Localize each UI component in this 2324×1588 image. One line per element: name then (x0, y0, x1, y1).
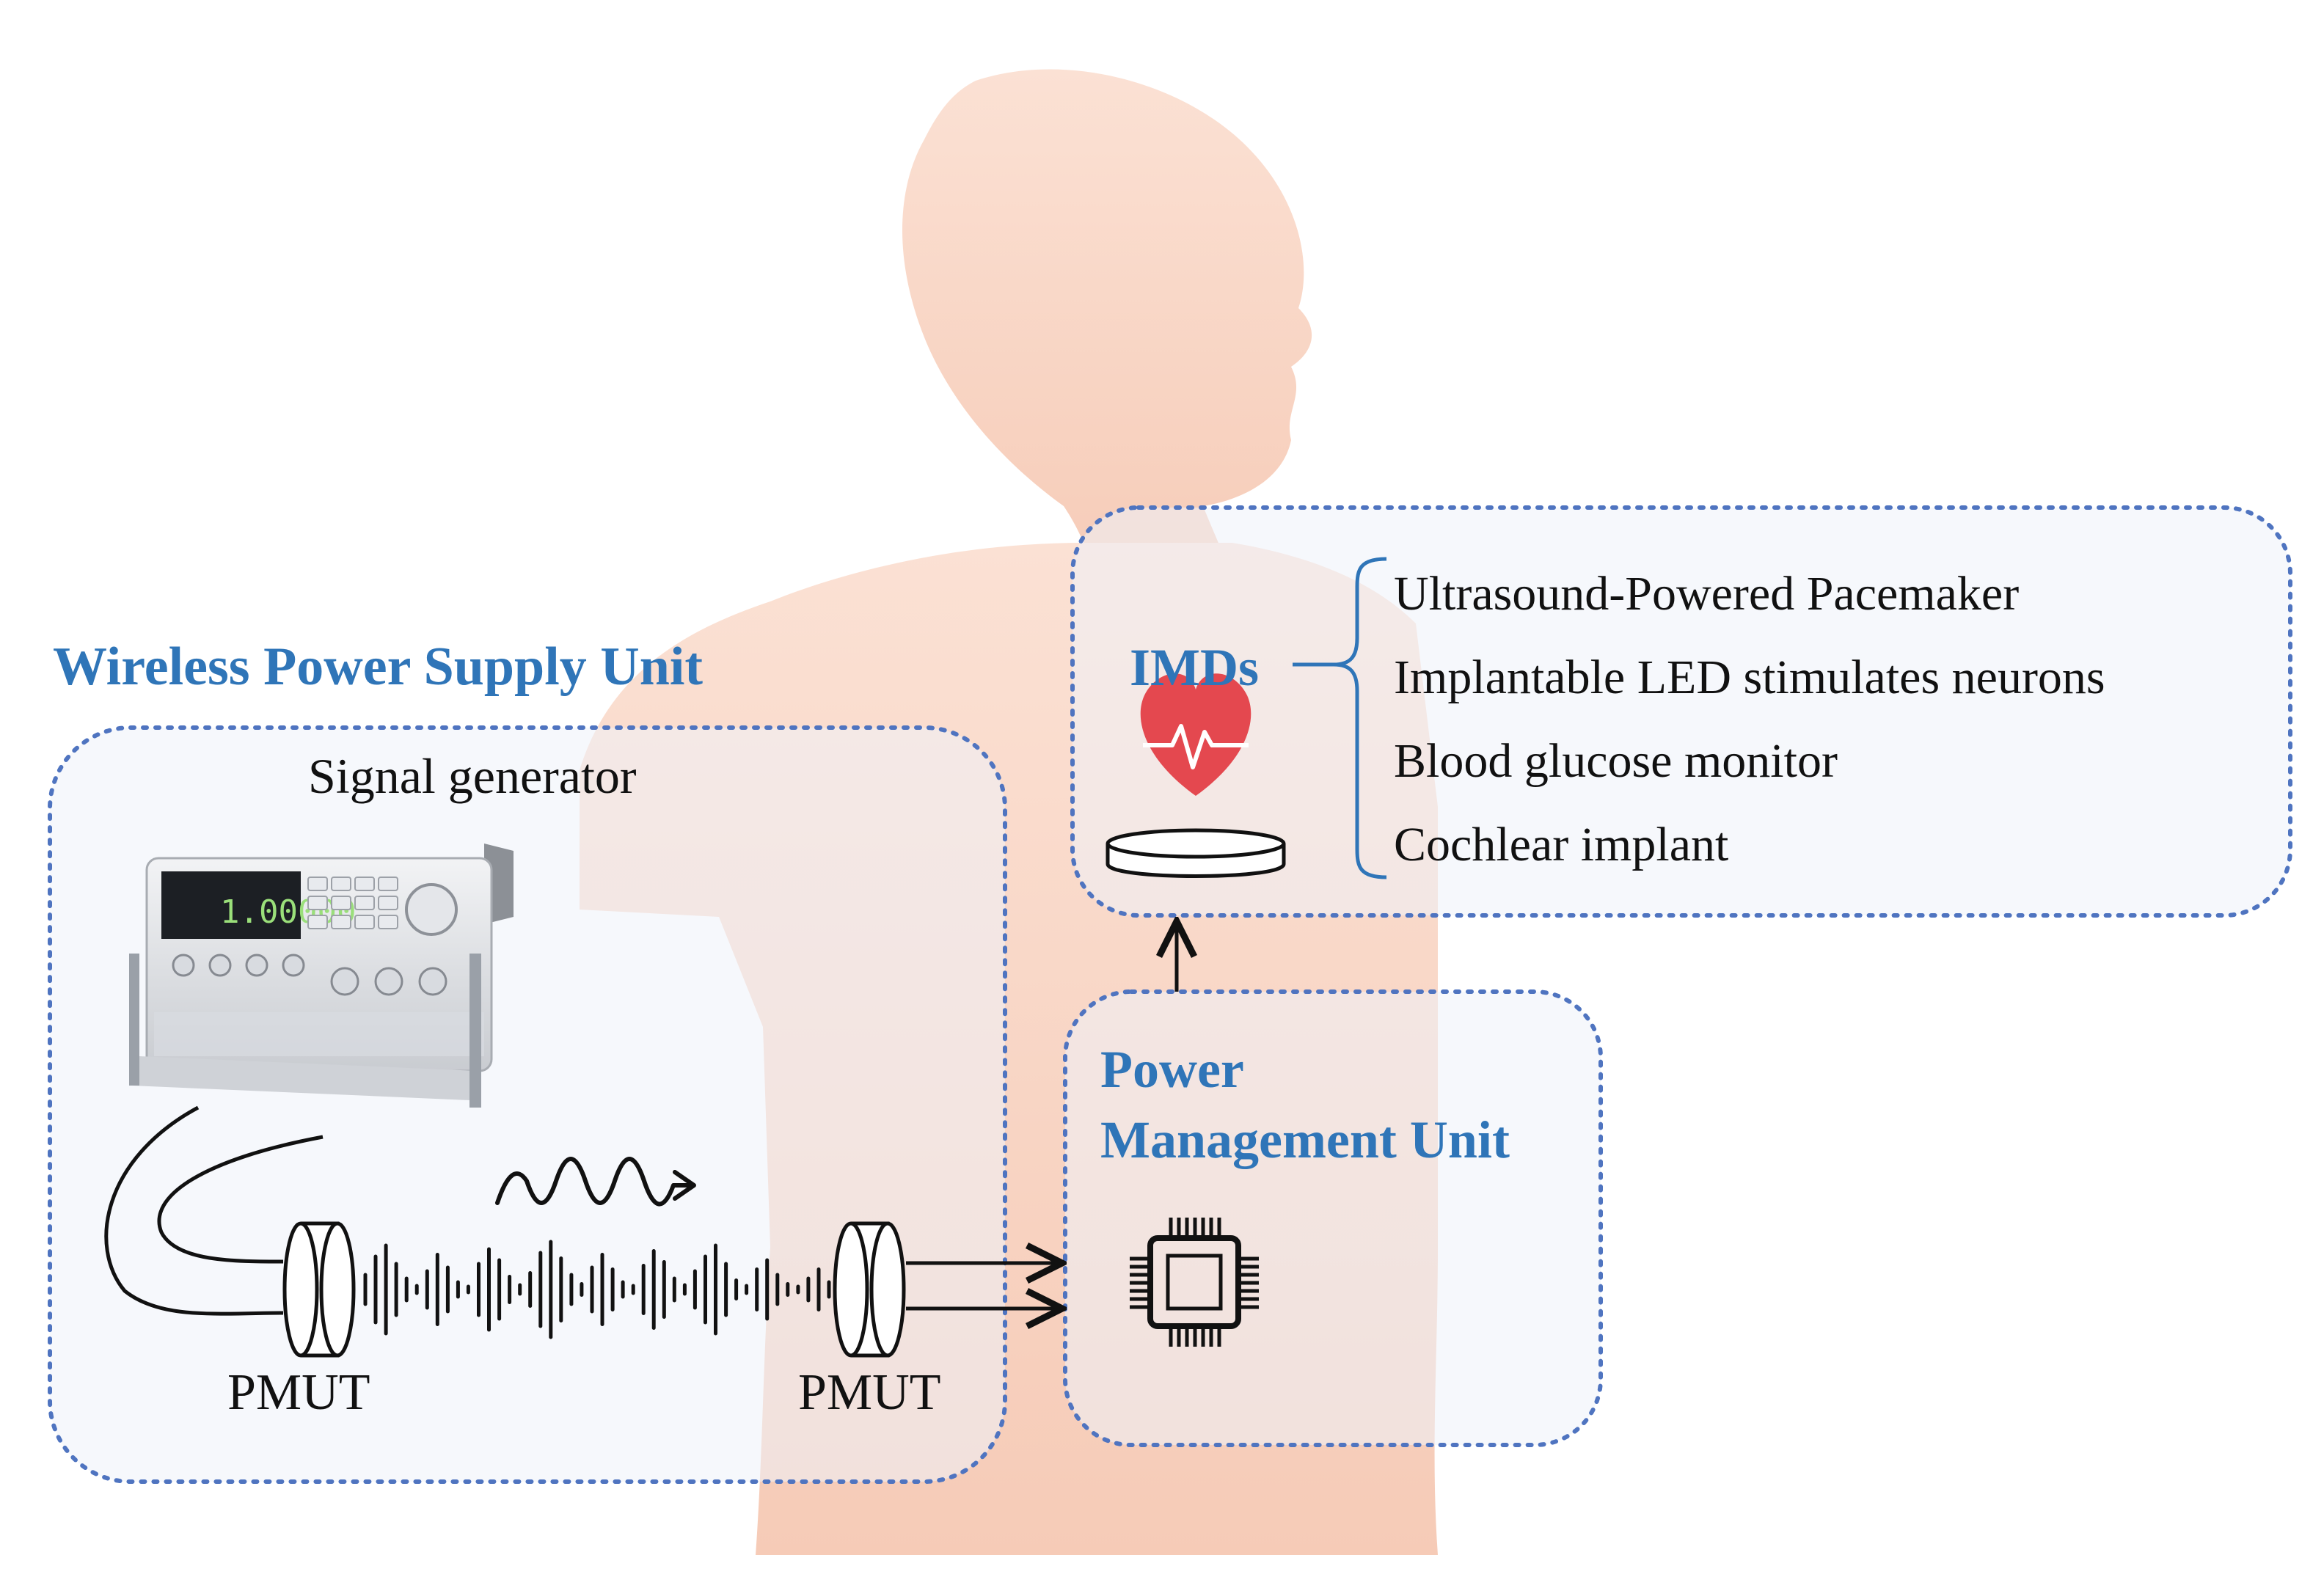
cable-outer (104, 1105, 284, 1316)
ultrasound-waveform (363, 1240, 831, 1339)
pmut-transmitter-icon (282, 1221, 356, 1358)
imds-box (1070, 505, 2292, 918)
cable-inner (157, 1135, 324, 1264)
pmut-transmitter-label: PMUT (227, 1364, 370, 1421)
pmut-receiver-label: PMUT (798, 1364, 941, 1421)
implant-disc-icon (1106, 828, 1286, 878)
power-management-box (1063, 989, 1603, 1447)
pmut-receiver-icon (833, 1221, 906, 1358)
imd-item-pacemaker: Ultrasound-Powered Pacemaker (1394, 567, 2020, 621)
sine-wave-arrow-icon (495, 1157, 696, 1207)
imds-list-brace (1333, 557, 1387, 879)
imd-item-led-neurons: Implantable LED stimulates neurons (1394, 651, 2105, 704)
imds-list: Ultrasound-Powered Pacemaker Implantable… (1394, 565, 2105, 899)
signal-generator-label: Signal generator (308, 748, 637, 804)
chip-pins (1130, 1218, 1259, 1347)
microchip-icon (1147, 1235, 1241, 1329)
imd-item-cochlear-implant: Cochlear implant (1394, 818, 1729, 871)
heartbeat-icon (1140, 673, 1251, 796)
power-management-title: Power Management Unit (1100, 1040, 1510, 1169)
signal-generator-icon: 1.00000 (129, 844, 514, 1108)
imd-item-glucose-monitor: Blood glucose monitor (1394, 734, 1838, 788)
imds-title: IMDs (1130, 638, 1259, 697)
wireless-unit-title: Wireless Power Supply Unit (53, 637, 704, 697)
